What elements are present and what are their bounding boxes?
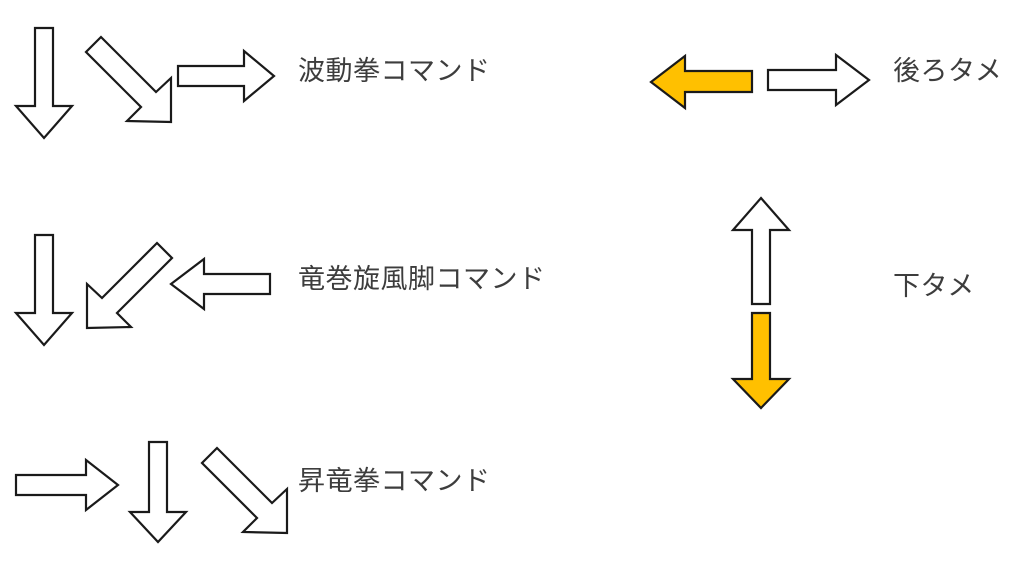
arrow-left-icon (168, 256, 272, 312)
arrow-up-icon (730, 196, 792, 306)
arrow-down-left-icon (83, 240, 175, 332)
arrow-down-right-icon (199, 445, 291, 537)
row-label-hadouken: 波動拳コマンド (298, 56, 491, 87)
arrow-left-icon (648, 53, 754, 111)
row-label-down-charge: 下タメ (893, 271, 975, 302)
arrow-down-icon (13, 233, 75, 347)
row-label-tatsumaki: 竜巻旋風脚コマンド (298, 264, 546, 295)
arrow-down-icon (127, 440, 189, 544)
arrow-right-icon (14, 457, 120, 513)
row-label-back-charge: 後ろタメ (893, 56, 1003, 87)
arrow-down-right-icon (83, 34, 175, 126)
arrow-right-icon (176, 48, 276, 104)
row-label-shoryuken: 昇竜拳コマンド (298, 466, 491, 497)
arrow-down-icon (730, 311, 792, 410)
arrow-down-icon (13, 26, 75, 140)
arrow-right-icon (766, 52, 871, 108)
